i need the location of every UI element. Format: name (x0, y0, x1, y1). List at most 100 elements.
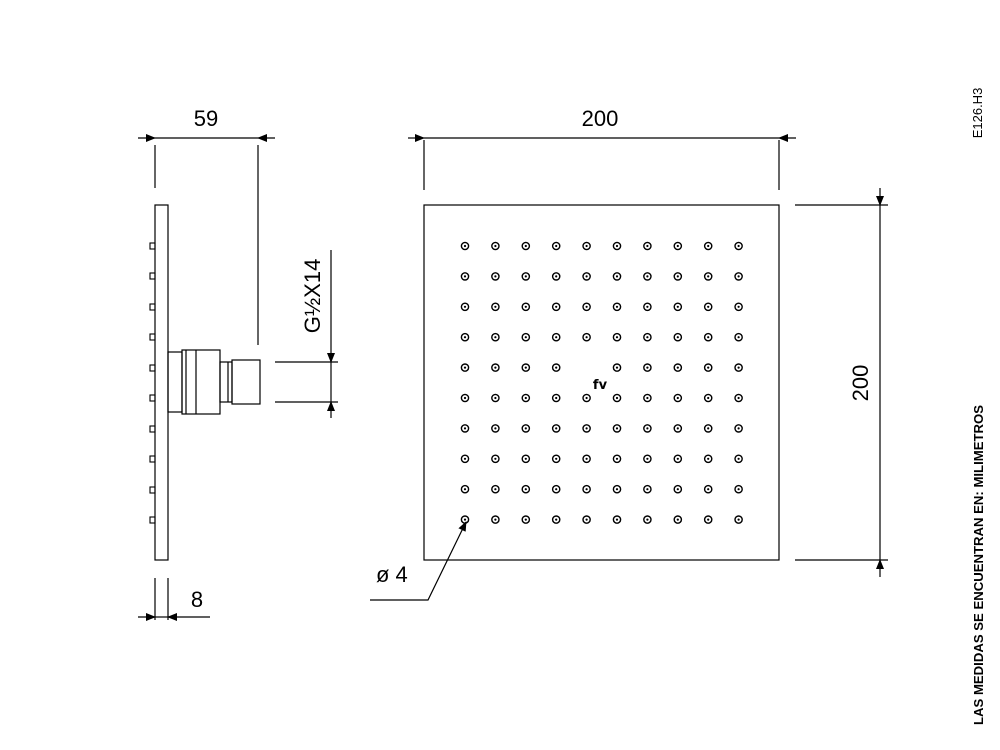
nozzle-hole-center (494, 366, 497, 369)
nozzle-hole-center (524, 305, 527, 308)
nozzle-hole-center (737, 305, 740, 308)
nozzle-hole (703, 302, 713, 312)
nozzle-hole (551, 424, 561, 433)
nozzle-hole-center (494, 336, 497, 339)
nozzle-hole (734, 393, 743, 403)
nozzle-hole (491, 363, 500, 372)
nozzle-hole-center (494, 518, 497, 521)
nozzle-hole-center (585, 305, 588, 308)
nozzle-hole-center (676, 244, 679, 248)
nozzle-hole-center (615, 275, 619, 278)
nozzle-hole-center (737, 488, 740, 491)
nozzle-hole (673, 363, 683, 372)
nozzle-hole (673, 454, 683, 464)
dim-hole-label: ø 4 (376, 562, 408, 587)
nozzle-hole-center (463, 275, 467, 278)
dim-width-label: 200 (582, 106, 619, 131)
nozzle-hole (460, 363, 470, 372)
nozzle-hole (673, 272, 683, 281)
side-view (138, 134, 338, 621)
nozzle-hole (551, 241, 561, 251)
nozzle-hole (612, 515, 622, 524)
nozzle-hole-center (646, 244, 649, 248)
nozzle-hole-center (676, 305, 679, 308)
nozzle-hole-center (646, 275, 649, 278)
nozzle-hole (460, 454, 470, 464)
nozzle-hole-center (463, 336, 467, 339)
nozzle-hole (551, 302, 561, 312)
nozzle-hole-center (615, 427, 619, 430)
nozzle-hole (582, 424, 591, 433)
nozzle-hole (551, 272, 561, 281)
side-plate (154, 204, 169, 561)
nozzle-hole (521, 484, 531, 494)
nozzle-hole-center (615, 396, 619, 400)
nozzle-hole-center (555, 457, 558, 460)
nozzle-hole (734, 454, 743, 464)
nozzle-hole (643, 363, 652, 372)
nozzle-hole (521, 241, 531, 251)
dim-thread-label: G½X14 (300, 259, 325, 334)
nozzle-hole-center (707, 366, 710, 369)
side-nozzle-stud (149, 272, 156, 280)
nozzle-hole (551, 515, 561, 524)
side-nozzle-stud (149, 425, 156, 433)
nozzle-hole (673, 484, 683, 494)
nozzle-hole (673, 393, 683, 403)
side-nozzle-stud (149, 486, 156, 494)
nozzle-hole-center (707, 396, 710, 400)
nozzle-hole (703, 332, 713, 342)
nozzle-hole-center (463, 305, 467, 308)
nozzle-hole-center (707, 336, 710, 339)
nozzle-hole-center (585, 518, 588, 521)
nozzle-hole (703, 454, 713, 464)
nozzle-hole (612, 302, 622, 312)
dim-plate-label: 8 (191, 587, 203, 612)
nozzle-hole-center (463, 457, 467, 460)
nozzle-hole-center (524, 366, 527, 369)
nozzle-hole (673, 515, 683, 524)
nozzle-hole (582, 393, 591, 403)
nozzle-hole (460, 515, 470, 524)
nozzle-hole (491, 393, 500, 403)
nozzle-hole-center (524, 518, 527, 521)
nozzle-hole (734, 272, 743, 281)
nozzle-hole (612, 484, 622, 494)
side-nozzles (149, 242, 156, 524)
nozzle-hole-center (615, 488, 619, 491)
nozzle-hole (551, 363, 561, 372)
nozzle-hole (612, 272, 622, 281)
nozzle-hole-center (463, 244, 467, 248)
nozzle-hole-center (524, 336, 527, 339)
nozzle-hole-center (585, 396, 588, 400)
nozzle-hole (703, 515, 713, 524)
nozzle-hole (460, 332, 470, 342)
nozzle-hole-center (463, 518, 467, 521)
nozzle-hole (582, 241, 591, 251)
nozzle-hole (734, 363, 743, 372)
nozzle-hole (491, 272, 500, 281)
nozzle-hole-center (615, 244, 619, 248)
nozzle-hole (521, 454, 531, 464)
nozzle-hole-center (646, 518, 649, 521)
nozzle-hole-center (676, 396, 679, 400)
nozzle-hole-center (737, 518, 740, 521)
nozzle-hole (734, 515, 743, 524)
nozzle-hole-center (707, 305, 710, 308)
nozzle-hole (521, 424, 531, 433)
nozzle-hole-center (555, 336, 558, 339)
nozzle-hole-center (707, 427, 710, 430)
nozzle-hole-center (707, 518, 710, 521)
nozzle-hole (673, 424, 683, 433)
nozzle-hole (551, 484, 561, 494)
nozzle-hole-center (737, 275, 740, 278)
nozzle-hole-center (463, 427, 467, 430)
nozzle-hole-center (494, 427, 497, 430)
nozzle-hole-center (615, 336, 619, 339)
nozzle-hole (582, 454, 591, 464)
nozzle-hole (521, 332, 531, 342)
nozzle-hole-center (555, 518, 558, 521)
nozzle-hole-center (707, 488, 710, 491)
